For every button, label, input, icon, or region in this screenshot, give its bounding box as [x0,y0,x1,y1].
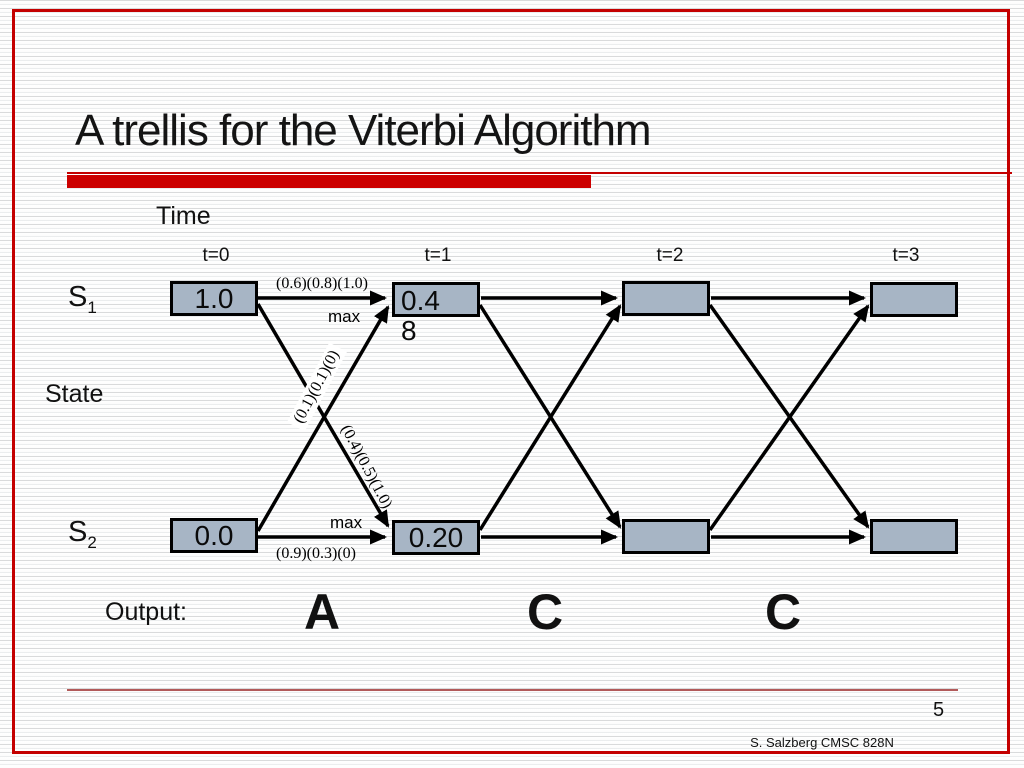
node-t2-s2 [622,519,710,554]
s1-base: S [68,281,88,313]
arrow-t0s1-t1s2 [256,303,390,528]
node-t0-s2: 0.0 [170,518,258,553]
column-header-t1: t=1 [424,245,452,266]
node-t1-s1-value: 0.4 8 [401,285,440,346]
output-symbol-1: A [303,584,341,640]
column-header-t3: t=3 [892,245,920,266]
s1-subscript: 1 [87,297,97,317]
node-t2-s1 [622,281,710,316]
arrow-t2s2-t3s1 [708,304,870,532]
footer-divider-line [67,689,958,691]
slide-red-frame [12,9,1010,754]
footer-attribution: S. Salzberg CMSC 828N [750,735,894,750]
node-t0-s1: 1.0 [170,281,258,316]
node-t3-s2 [870,519,958,554]
edge-label-top-product: (0.6)(0.8)(1.0) [276,275,368,292]
output-symbol-3: C [764,584,802,640]
title-underline-thin [67,172,1012,174]
edge-label-bottom-product: (0.9)(0.3)(0) [276,545,356,562]
page-number: 5 [933,699,945,721]
time-axis-label: Time [156,202,211,230]
output-symbol-2: C [526,584,564,640]
slide-title: A trellis for the Viterbi Algorithm [75,106,652,155]
node-t1-s2: 0.20 [392,520,480,555]
node-t3-s1 [870,282,958,317]
s2-base: S [68,516,88,548]
edge-label-bottom-max: max [330,513,363,532]
node-t1-s1 [392,282,480,317]
title-accent-bar [67,175,591,188]
column-header-t2: t=2 [656,245,684,266]
arrow-t0s2-t1s1 [256,305,390,532]
arrow-t1s2-t2s1 [478,304,622,531]
state-s1-label: S1 [68,281,97,318]
column-header-t0: t=0 [202,245,230,266]
output-label: Output: [105,598,187,626]
edge-label-top-max: max [328,307,361,326]
s2-subscript: 2 [87,532,97,552]
state-s2-label: S2 [68,516,97,553]
state-axis-label: State [45,380,104,408]
